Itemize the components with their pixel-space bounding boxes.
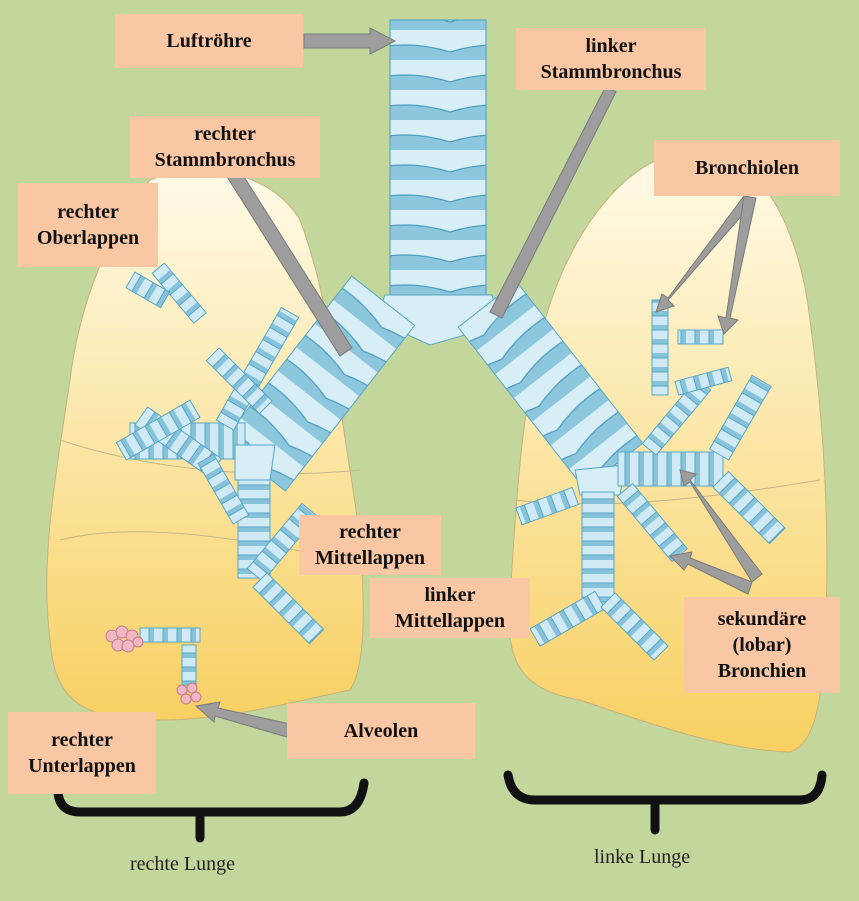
label-right-upper-lobe: rechter Oberlappen — [18, 183, 158, 267]
label-right-middle-lobe: rechter Mittellappen — [299, 515, 441, 575]
label-alveoli: Alveolen — [287, 703, 475, 759]
caption-right-lung: rechte Lunge — [130, 853, 235, 875]
label-left-main-bronchus: linker Stammbronchus — [516, 28, 706, 90]
label-left-middle-lobe: linker Mittellappen — [370, 578, 530, 638]
caption-left-lung: linke Lunge — [594, 846, 691, 868]
label-secondary-bronchi: sekundäre (lobar) Bronchien — [684, 597, 840, 693]
trachea-shape — [389, 19, 487, 301]
label-right-lower-lobe: rechter Unterlappen — [8, 712, 156, 794]
label-right-main-bronchus: rechter Stammbronchus — [130, 116, 320, 178]
left-lung-brace — [503, 770, 827, 835]
right-lung-brace — [53, 778, 369, 843]
label-bronchioles: Bronchiolen — [654, 140, 840, 196]
label-trachea: Luftröhre — [115, 14, 303, 68]
pointer-arrows — [194, 27, 763, 739]
alveoli-clusters — [105, 625, 202, 705]
left-bronchial-tree — [515, 299, 786, 661]
